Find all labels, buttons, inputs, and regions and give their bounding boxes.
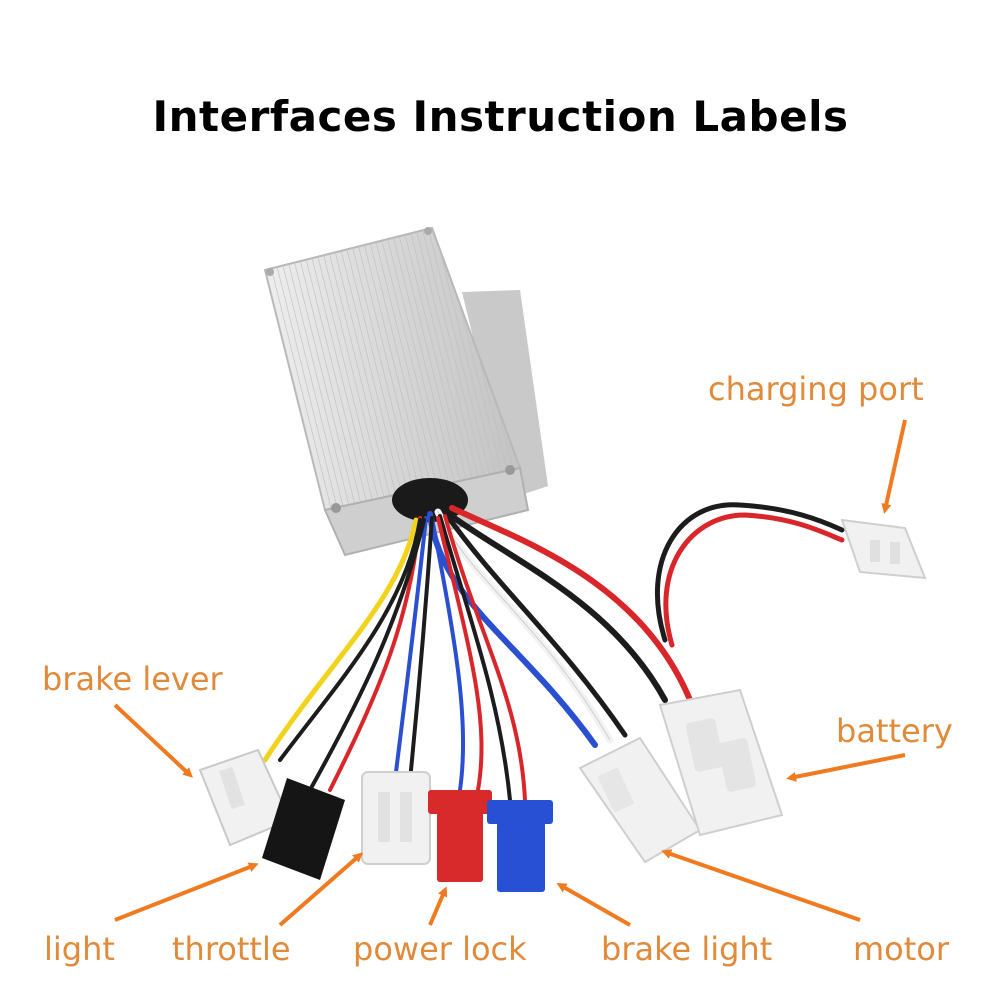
arrow-power-lock <box>428 886 448 926</box>
arrow-light <box>114 862 259 922</box>
brake-light-connector <box>487 800 553 892</box>
label-throttle: throttle <box>172 930 291 968</box>
battery-connector <box>658 688 784 837</box>
power-lock-connector <box>428 790 492 882</box>
arrow-brake-light <box>556 883 631 927</box>
light-connector <box>361 771 431 865</box>
label-power-lock: power lock <box>353 930 527 968</box>
label-brake-lever: brake lever <box>42 660 223 698</box>
label-brake-light: brake light <box>601 930 773 968</box>
arrow-charging-port <box>881 419 907 514</box>
wire-harness <box>262 502 845 802</box>
label-light: light <box>44 930 115 968</box>
controller-housing <box>263 226 548 557</box>
page-title: Interfaces Instruction Labels <box>152 92 849 141</box>
label-arrows <box>113 419 907 927</box>
throttle-connector <box>262 778 345 880</box>
arrow-throttle <box>278 852 364 927</box>
label-charging-port: charging port <box>708 370 924 408</box>
arrow-brake-lever <box>113 703 193 778</box>
charging-port-connector <box>840 518 927 580</box>
arrow-motor <box>661 849 861 922</box>
label-battery: battery <box>836 712 953 750</box>
label-motor: motor <box>853 930 950 968</box>
arrow-battery <box>786 753 906 782</box>
